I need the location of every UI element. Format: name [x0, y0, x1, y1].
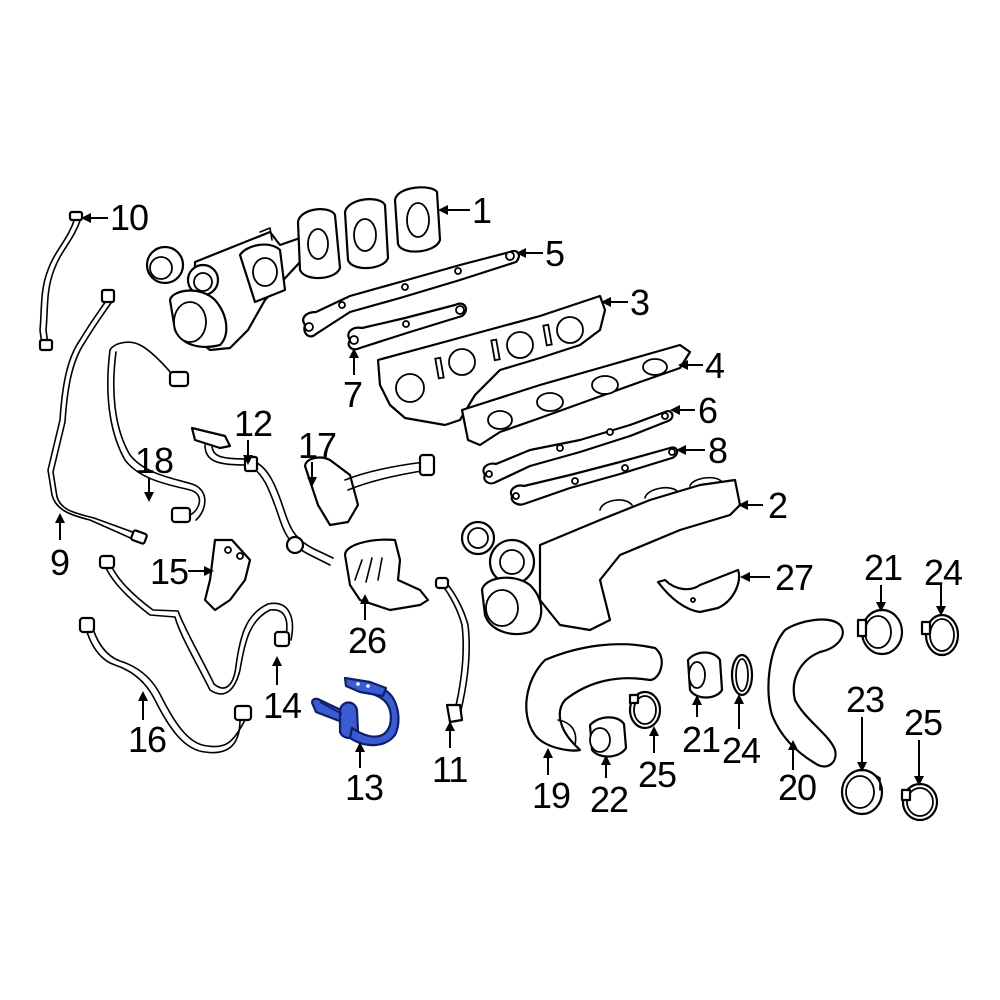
part-22-coupler[interactable] [588, 716, 628, 758]
part-1-turbocharger-manifold-upper[interactable] [145, 186, 442, 352]
part-11-sensor-line[interactable] [434, 576, 470, 724]
part-24-clamp-b[interactable] [920, 613, 960, 657]
callout-17[interactable]: 17 [298, 425, 337, 466]
callout-21a[interactable]: 21 [682, 719, 721, 760]
callout-3[interactable]: 3 [630, 282, 650, 323]
part-10-sensor-line[interactable] [38, 210, 84, 352]
part-2-turbocharger-manifold-lower[interactable] [460, 476, 742, 636]
callout-1[interactable]: 1 [472, 190, 492, 231]
callout-5[interactable]: 5 [545, 233, 565, 274]
callout-18[interactable]: 18 [135, 440, 174, 481]
part-3-manifold-gasket[interactable] [376, 294, 607, 427]
part-18-line[interactable] [107, 341, 206, 524]
callout-27[interactable]: 27 [775, 557, 814, 598]
part-21-coupler-a[interactable] [686, 651, 724, 699]
callout-24b[interactable]: 24 [924, 552, 963, 593]
callout-22[interactable]: 22 [590, 779, 629, 820]
part-21-coupler-b[interactable] [856, 608, 904, 656]
part-15-bracket-line[interactable] [203, 538, 252, 612]
callout-7[interactable]: 7 [343, 374, 363, 415]
part-4-heat-shield[interactable] [460, 343, 692, 447]
part-25-clamp-a[interactable] [628, 690, 662, 730]
part-26-heat-shield[interactable] [343, 538, 430, 612]
callout-6[interactable]: 6 [698, 390, 718, 431]
part-13-pipe-highlighted[interactable] [311, 676, 400, 747]
callout-10[interactable]: 10 [110, 197, 149, 238]
part-27-heat-shield[interactable] [656, 568, 741, 614]
callout-15[interactable]: 15 [150, 551, 189, 592]
callout-12[interactable]: 12 [234, 403, 273, 444]
part-19-intake-pipe[interactable] [525, 643, 663, 752]
part-14-line[interactable] [98, 554, 294, 695]
callout-20[interactable]: 20 [778, 767, 817, 808]
callout-14[interactable]: 14 [263, 685, 302, 726]
callout-11[interactable]: 11 [432, 749, 468, 790]
part-16-line[interactable] [78, 616, 253, 754]
part-20-hose[interactable] [767, 618, 844, 768]
part-25-clamp-b[interactable] [900, 782, 939, 822]
callout-26[interactable]: 26 [348, 620, 387, 661]
callout-25b[interactable]: 25 [904, 702, 943, 743]
callout-4[interactable]: 4 [705, 345, 725, 386]
callout-23[interactable]: 23 [846, 679, 885, 720]
callout-16[interactable]: 16 [128, 719, 167, 760]
part-23-coupler[interactable] [840, 768, 884, 816]
callout-9[interactable]: 9 [50, 542, 70, 583]
callout-25a[interactable]: 25 [638, 754, 677, 795]
part-24-clamp-a[interactable] [730, 653, 754, 697]
callout-21b[interactable]: 21 [864, 547, 903, 588]
leader-lines [55, 205, 946, 786]
callout-13[interactable]: 13 [345, 767, 384, 808]
callout-2[interactable]: 2 [768, 485, 788, 526]
part-8-gasket[interactable] [509, 446, 679, 506]
part-7-gasket[interactable] [347, 302, 468, 351]
callout-19[interactable]: 19 [532, 775, 571, 816]
callout-24a[interactable]: 24 [722, 730, 761, 771]
part-9-line[interactable] [47, 288, 148, 545]
callout-8[interactable]: 8 [708, 430, 728, 471]
part-17-coolant-fitting[interactable] [303, 453, 436, 527]
